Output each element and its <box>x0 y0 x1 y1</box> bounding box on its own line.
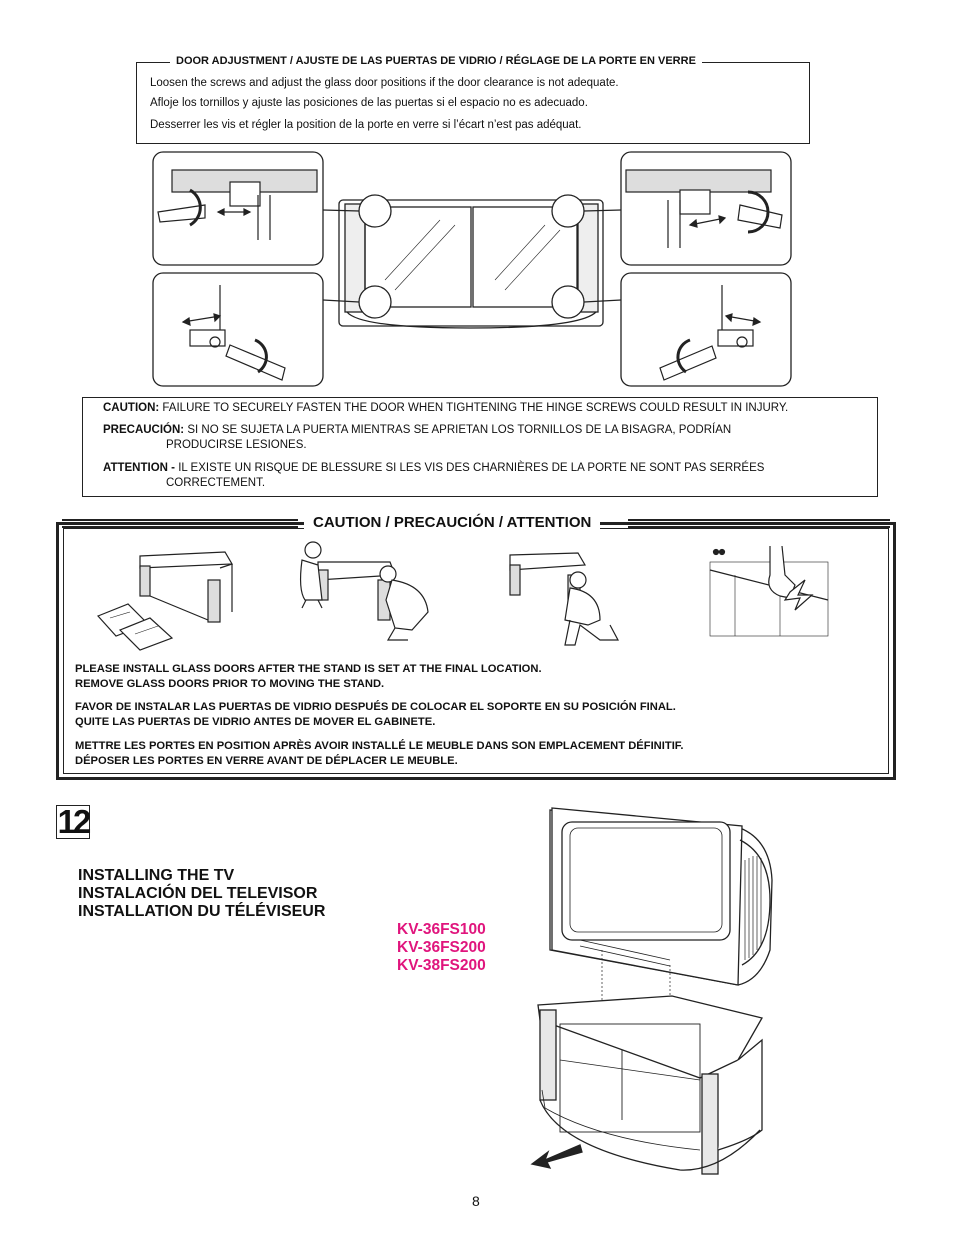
door-adjustment-line-en: Loosen the screws and adjust the glass d… <box>150 77 619 89</box>
caution-hinge-fr: ATTENTION - IL EXISTE UN RISQUE DE BLESS… <box>103 461 764 491</box>
caution-install-line-en-1: PLEASE INSTALL GLASS DOORS AFTER THE STA… <box>75 663 542 675</box>
model-number-3: KV-38FS200 <box>397 957 486 974</box>
caution-hinge-es-text-1: SI NO SE SUJETA LA PUERTA MIENTRAS SE AP… <box>187 424 732 436</box>
step-number: 12 <box>56 803 91 840</box>
caution-install-line-fr-2: DÉPOSER LES PORTES EN VERRE AVANT DE DÉP… <box>75 755 458 767</box>
caution-hinge-fr-text-1: IL EXISTE UN RISQUE DE BLESSURE SI LES V… <box>178 462 765 474</box>
tv-installation-illustration <box>530 807 773 1175</box>
door-adjustment-title: DOOR ADJUSTMENT / AJUSTE DE LAS PUERTAS … <box>170 55 702 67</box>
caution-hinge-fr-text-2: CORRECTEMENT. <box>166 477 266 489</box>
door-adjustment-illustration <box>152 151 792 387</box>
caution-install-title: CAUTION / PRECAUCIÓN / ATTENTION <box>304 514 601 531</box>
caution-hinge-box <box>82 397 878 497</box>
caution-hinge-en: CAUTION: FAILURE TO SECURELY FASTEN THE … <box>103 401 788 416</box>
caution-install-line-es-1: FAVOR DE INSTALAR LAS PUERTAS DE VIDRIO … <box>75 701 676 713</box>
door-adjustment-line-fr: Desserrer les vis et régler la position … <box>150 119 582 131</box>
caution-hinge-en-label: CAUTION: <box>103 402 160 414</box>
door-adjustment-line-es: Afloje los tornillos y ajuste las posici… <box>150 97 588 109</box>
caution-hinge-es: PRECAUCIÓN: SI NO SE SUJETA LA PUERTA MI… <box>103 423 731 453</box>
page-number: 8 <box>472 1193 480 1209</box>
model-number-1: KV-36FS100 <box>397 921 486 938</box>
caution-install-illustrations <box>96 541 829 651</box>
caution-title-rule-right <box>628 519 890 528</box>
model-number-2: KV-36FS200 <box>397 939 486 956</box>
step-title-es: INSTALACIÓN DEL TELEVISOR <box>78 885 318 902</box>
caution-install-line-es-2: QUITE LAS PUERTAS DE VIDRIO ANTES DE MOV… <box>75 716 436 728</box>
caution-hinge-en-text: FAILURE TO SECURELY FASTEN THE DOOR WHEN… <box>162 402 789 414</box>
caution-hinge-fr-label: ATTENTION - <box>103 462 175 474</box>
caution-hinge-es-label: PRECAUCIÓN: <box>103 424 185 436</box>
caution-install-line-en-2: REMOVE GLASS DOORS PRIOR TO MOVING THE S… <box>75 678 385 690</box>
caution-install-line-fr-1: METTRE LES PORTES EN POSITION APRÈS AVOI… <box>75 740 684 752</box>
caution-title-rule-left <box>62 519 298 528</box>
step-title-fr: INSTALLATION DU TÉLÉVISEUR <box>78 903 326 920</box>
caution-hinge-es-text-2: PRODUCIRSE LESIONES. <box>166 439 307 451</box>
step-title-en: INSTALLING THE TV <box>78 867 235 884</box>
